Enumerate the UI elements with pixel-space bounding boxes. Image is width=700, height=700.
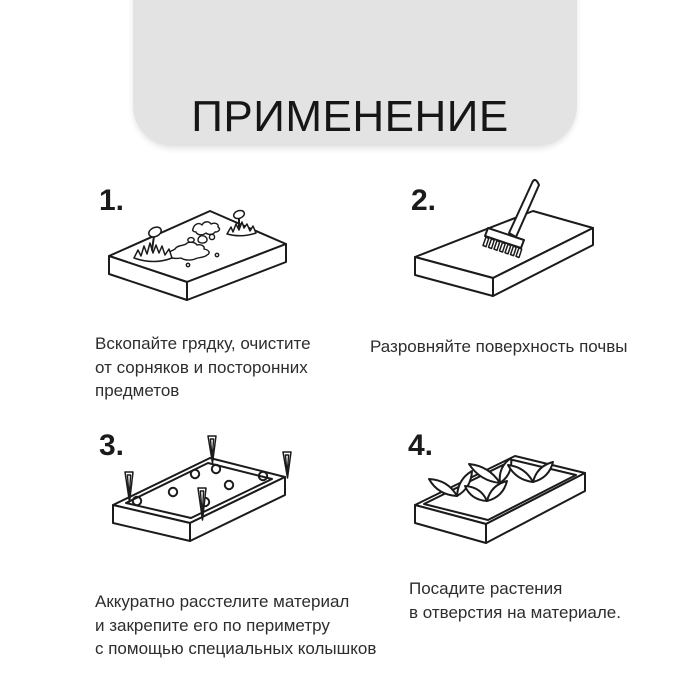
illustration-garden-bed-with-weeds [108,209,287,301]
soil-patches [167,221,221,268]
plant [507,461,554,483]
peg [124,471,134,503]
step-3-number: 3. [99,429,125,462]
step-4-number: 4. [408,429,434,462]
caption-line: Аккуратно расстелите материал [95,592,350,611]
page-title: ПРИМЕНЕНИЕ [191,92,509,141]
weed [133,226,173,263]
caption-line: и закрепите его по периметру [95,615,330,635]
plant [428,470,473,497]
garden-bed [414,210,594,297]
illustration-rake-leveling-soil [414,179,594,297]
peg [282,451,292,479]
weed [226,209,257,237]
caption-line: предметов [95,381,180,400]
material-edge [125,462,273,519]
step-2-caption: Разровняйте поверхность почвы [370,335,627,359]
plant [464,480,508,502]
rake-icon [482,179,540,259]
caption-line: Вскопайте грядку, очистите [95,334,311,353]
caption-line: Посадите растения [409,579,563,598]
step-2-number: 2. [411,184,437,217]
caption-line: с помощью специальных колышков [95,639,377,658]
caption-line: Разровняйте поверхность почвы [370,337,628,356]
header-card [133,0,577,146]
step-1-number: 1. [99,184,125,217]
step-3-caption: Аккуратно расстелите материал и закрепит… [95,590,376,661]
peg [207,435,217,464]
illustration-plants-in-material-holes [414,455,586,544]
step-1-caption: Вскопайте грядку, очистите от сорняков и… [95,332,311,403]
step-4-caption: Посадите растения в отверстия на материа… [409,577,621,624]
illustration-material-pegged-on-bed [112,435,292,542]
peg [197,487,207,521]
caption-line: от сорняков и посторонних [95,357,308,377]
garden-bed [414,455,586,544]
caption-line: в отверстия на материале. [409,602,621,622]
